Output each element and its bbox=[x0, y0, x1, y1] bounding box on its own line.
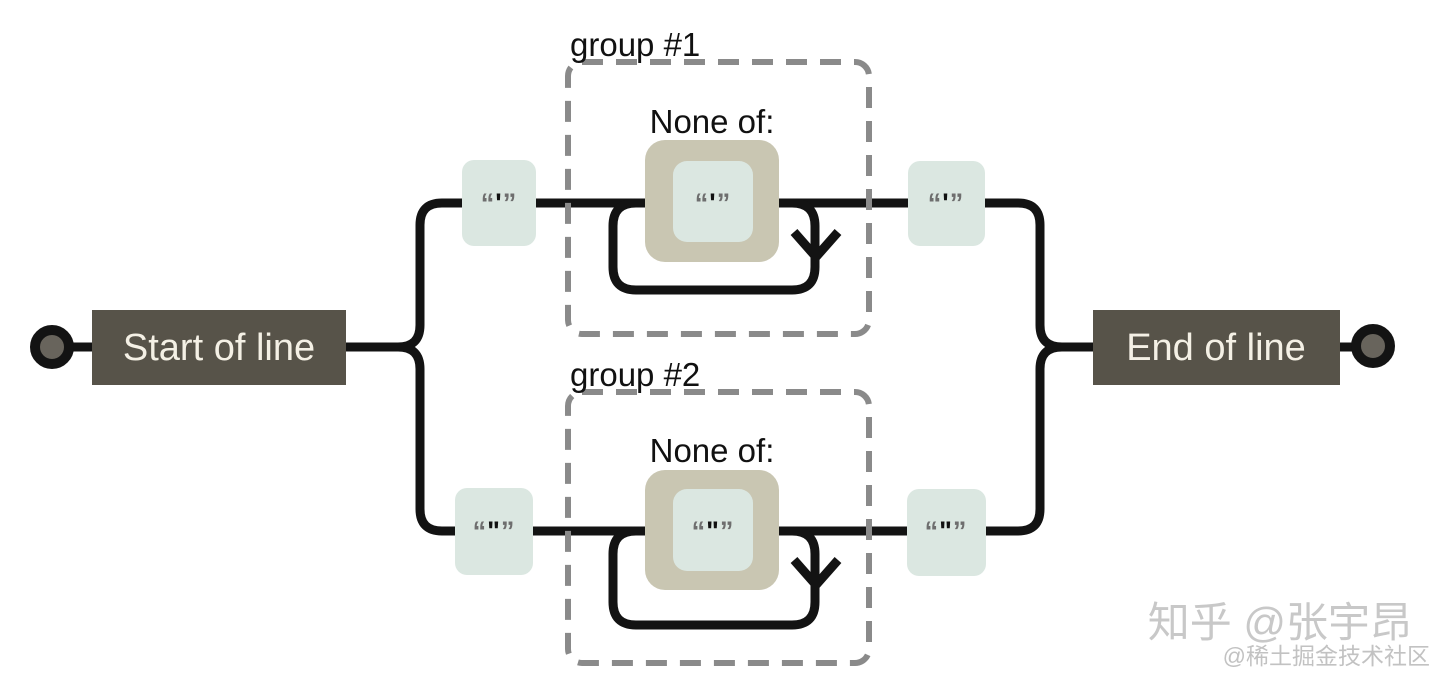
group2-repeat-loop bbox=[608, 526, 820, 630]
literal-char: ' bbox=[495, 188, 502, 218]
group1-none-of-label: None of: bbox=[650, 103, 775, 140]
branch1-merge-curve bbox=[983, 198, 1093, 352]
watermark-line2: @稀土掘金技术社区 bbox=[1223, 643, 1430, 669]
branch2-merge-curve bbox=[984, 342, 1063, 536]
close-quote-mark: ” bbox=[720, 516, 735, 546]
close-quote-mark: ” bbox=[503, 188, 518, 218]
close-quote-mark: ” bbox=[953, 516, 968, 546]
branch1-left-literal-box bbox=[462, 160, 536, 246]
branch2-left-literal-box bbox=[455, 488, 533, 575]
open-quote-mark: “ bbox=[925, 516, 940, 546]
close-quote-mark: ” bbox=[501, 516, 516, 546]
open-quote-mark: “ bbox=[928, 188, 943, 218]
close-quote-mark: ” bbox=[717, 188, 732, 218]
literal-char: " bbox=[939, 516, 953, 546]
group2-label: group #2 bbox=[570, 356, 700, 393]
split-to-branch1-curve bbox=[397, 198, 463, 352]
start-terminal bbox=[30, 325, 74, 369]
literal-char: " bbox=[706, 516, 720, 546]
group2-loop-arrow-icon bbox=[790, 557, 842, 592]
branch2-left-literal-text: “"” bbox=[473, 516, 516, 546]
group2-charclass-literal-box bbox=[673, 489, 753, 571]
watermark-line1: 知乎 @张宇昂 bbox=[1148, 599, 1412, 646]
group1-repeat-loop bbox=[608, 198, 820, 295]
start-node-box bbox=[92, 310, 346, 385]
end-terminal bbox=[1351, 324, 1395, 368]
close-quote-mark: ” bbox=[950, 188, 965, 218]
end-node-label: End of line bbox=[1126, 327, 1306, 369]
branch1-right-literal-text: “'” bbox=[928, 188, 964, 218]
literal-char: ' bbox=[709, 188, 716, 218]
group2-charclass-literal-text: “"” bbox=[692, 516, 735, 546]
open-quote-mark: “ bbox=[692, 516, 707, 546]
branch2-right-literal-box bbox=[907, 489, 986, 576]
branch1-right-literal-box bbox=[908, 161, 985, 246]
group1-border bbox=[565, 59, 872, 337]
literal-char: ' bbox=[942, 188, 949, 218]
group1-label: group #1 bbox=[570, 26, 700, 63]
group1-charclass-literal-box bbox=[673, 161, 753, 242]
open-quote-mark: “ bbox=[473, 516, 488, 546]
literal-char: " bbox=[487, 516, 501, 546]
open-quote-mark: “ bbox=[695, 188, 710, 218]
split-to-branch2-curve bbox=[397, 342, 458, 536]
group1-charclass-literal-text: “'” bbox=[695, 188, 731, 218]
start-node-label: Start of line bbox=[123, 327, 315, 369]
group2-border bbox=[565, 389, 872, 666]
end-node-box bbox=[1093, 310, 1340, 385]
branch2-right-literal-text: “"” bbox=[925, 516, 968, 546]
open-quote-mark: “ bbox=[481, 188, 496, 218]
branch1-left-literal-text: “'” bbox=[481, 188, 517, 218]
group1-loop-arrow-icon bbox=[790, 229, 842, 264]
group2-none-of-label: None of: bbox=[650, 432, 775, 469]
